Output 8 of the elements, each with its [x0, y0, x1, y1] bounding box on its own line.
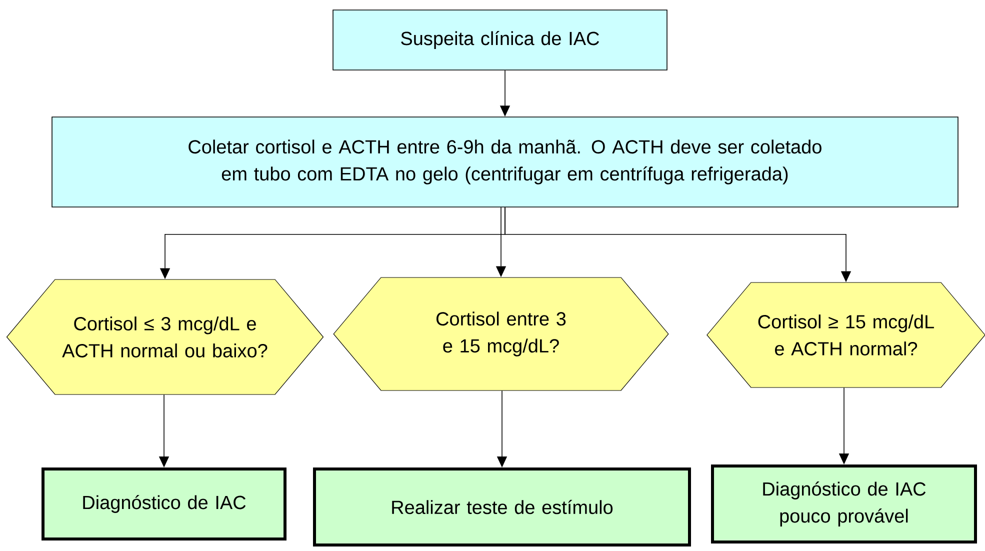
decision-hexagon: Cortisol ≤ 3 mcg/dL e ACTH normal ou baixo?: [6, 279, 324, 395]
decision-hexagon: Cortisol ≥ 15 mcg/dL e ACTH normal?: [706, 282, 985, 388]
decision-hexagon: Cortisol entre 3 e 15 mcg/dL?: [333, 277, 669, 391]
result-box: Diagnóstico de IAC: [42, 468, 286, 540]
process-box: Coletar cortisol e ACTH entre 6-9h da manhã. O ACTH deve ser coletado em tubo com EDTA no gelo (centrifugar em centrífuga refrigerada): [52, 116, 958, 208]
process-box: Suspeita clínica de IAC: [332, 10, 668, 70]
result-box: Realizar teste de estímulo: [313, 468, 691, 546]
result-box: Diagnóstico de IAC pouco provável: [711, 464, 977, 544]
